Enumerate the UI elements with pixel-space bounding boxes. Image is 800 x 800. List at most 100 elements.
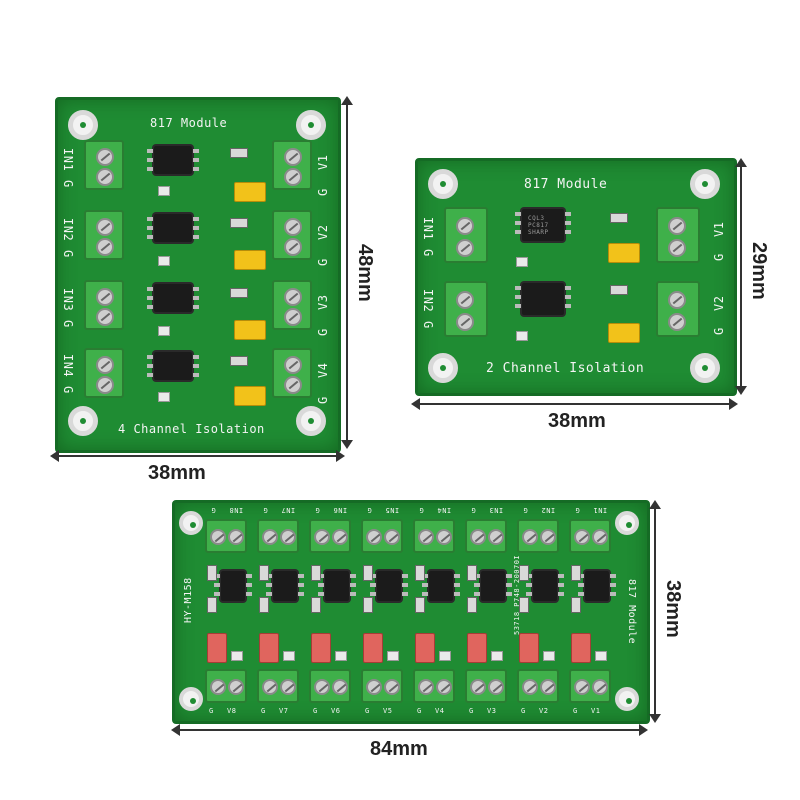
jumper xyxy=(415,633,435,663)
optocoupler-chip xyxy=(318,571,356,601)
optocoupler-chip xyxy=(422,571,460,601)
input-label: IN4 xyxy=(437,506,452,514)
output-label: V1 xyxy=(316,154,330,170)
output-label: V6 xyxy=(331,707,341,715)
jumper xyxy=(234,386,266,406)
resistor xyxy=(259,597,269,613)
resistor xyxy=(311,597,321,613)
board-title: 817 Module xyxy=(524,177,608,192)
led xyxy=(335,651,347,661)
mount-hole xyxy=(296,110,326,140)
dimension-width-2ch: 38mm xyxy=(548,410,606,432)
arrow-left-icon xyxy=(50,450,59,462)
optocoupler-chip xyxy=(370,571,408,601)
dimension-height-4ch: 48mm xyxy=(354,244,376,302)
led xyxy=(231,651,243,661)
resistor xyxy=(230,218,248,228)
ground-label: G xyxy=(712,253,726,261)
optocoupler-chip xyxy=(214,571,252,601)
led xyxy=(158,326,170,336)
jumper xyxy=(234,182,266,202)
jumper xyxy=(571,633,591,663)
optocoupler-chip xyxy=(266,571,304,601)
output-terminal xyxy=(272,210,312,260)
input-label: IN3 xyxy=(489,506,504,514)
jumper xyxy=(234,250,266,270)
board-caption: 4 Channel Isolation xyxy=(118,422,265,436)
resistor xyxy=(610,285,628,295)
ground-label: G xyxy=(573,707,578,715)
led xyxy=(283,651,295,661)
jumper xyxy=(207,633,227,663)
ground-label: G xyxy=(211,506,216,514)
output-terminal xyxy=(656,207,700,263)
led xyxy=(158,256,170,266)
led xyxy=(516,257,528,267)
arrow-right-icon xyxy=(639,724,648,736)
input-label: IN8 xyxy=(229,506,244,514)
input-label: IN2 xyxy=(421,289,435,313)
output-terminal xyxy=(272,280,312,330)
resistor xyxy=(311,565,321,581)
output-label: V1 xyxy=(712,221,726,237)
input-terminal xyxy=(257,519,299,553)
input-terminal xyxy=(84,348,124,398)
resistor xyxy=(415,565,425,581)
optocoupler-chip xyxy=(147,146,199,174)
ground-label: G xyxy=(469,707,474,715)
optocoupler-chip xyxy=(147,214,199,242)
output-label: V2 xyxy=(712,295,726,311)
jumper xyxy=(234,320,266,340)
resistor xyxy=(363,597,373,613)
ground-label: G xyxy=(365,707,370,715)
arrow-right-icon xyxy=(729,398,738,410)
resistor xyxy=(571,565,581,581)
input-label: IN6 xyxy=(333,506,348,514)
input-terminal xyxy=(84,210,124,260)
arrow-up-icon xyxy=(649,500,661,509)
ground-label: G xyxy=(61,386,75,394)
dimension-line xyxy=(740,162,742,390)
input-label: IN3 xyxy=(61,288,75,312)
optocoupler-chip xyxy=(526,571,564,601)
resistor xyxy=(259,565,269,581)
mount-hole xyxy=(428,169,458,199)
ground-label: G xyxy=(263,506,268,514)
board-4-channel: 817 Module 4 Channel Isolation IN1 G IN2… xyxy=(55,97,341,453)
output-label: V7 xyxy=(279,707,289,715)
led xyxy=(543,651,555,661)
ground-label: G xyxy=(521,707,526,715)
dimension-height-2ch: 29mm xyxy=(748,242,770,300)
jumper xyxy=(608,243,640,263)
output-label: V2 xyxy=(316,224,330,240)
resistor xyxy=(207,597,217,613)
output-terminal xyxy=(569,669,611,703)
resistor xyxy=(230,288,248,298)
mount-hole xyxy=(296,406,326,436)
ground-label: G xyxy=(209,707,214,715)
input-terminal xyxy=(361,519,403,553)
dimension-width-8ch: 84mm xyxy=(370,738,428,760)
jumper xyxy=(311,633,331,663)
ground-label: G xyxy=(523,506,528,514)
output-label: V5 xyxy=(383,707,393,715)
input-terminal xyxy=(444,281,488,337)
ground-label: G xyxy=(261,707,266,715)
output-terminal xyxy=(361,669,403,703)
output-terminal xyxy=(257,669,299,703)
dimension-line xyxy=(176,729,644,731)
ground-label: G xyxy=(421,249,435,257)
jumper xyxy=(519,633,539,663)
ground-label: G xyxy=(421,321,435,329)
jumper xyxy=(608,323,640,343)
mount-hole xyxy=(615,511,639,535)
output-label: V2 xyxy=(539,707,549,715)
jumper xyxy=(467,633,487,663)
dimension-line xyxy=(346,100,348,444)
output-terminal xyxy=(272,140,312,190)
output-label: V3 xyxy=(316,294,330,310)
output-terminal xyxy=(656,281,700,337)
input-label: IN4 xyxy=(61,354,75,378)
ground-label: G xyxy=(419,506,424,514)
resistor xyxy=(571,597,581,613)
